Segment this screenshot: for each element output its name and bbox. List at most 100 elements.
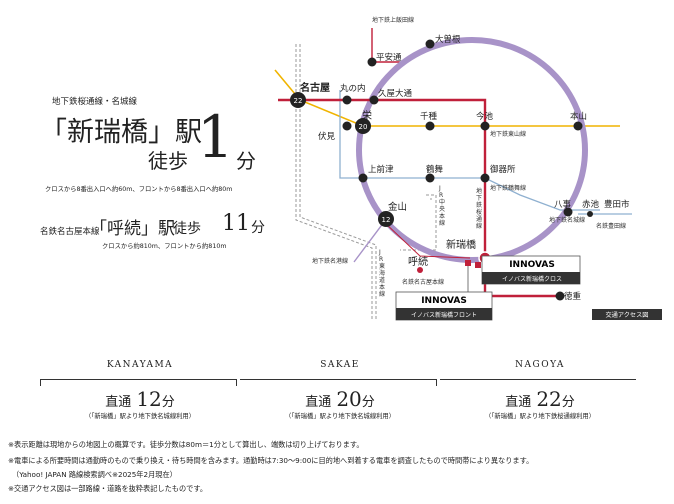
svg-text:央: 央: [439, 205, 445, 213]
label-tsurumai-line: 地下鉄鶴舞線: [490, 184, 526, 192]
walk-label: 徒歩: [148, 149, 188, 173]
station-dot-hisaya: [369, 95, 379, 105]
label-motoyama: 本山: [570, 111, 587, 122]
svg-text:道: 道: [379, 276, 385, 284]
station-dot-tsurumai: [425, 173, 435, 183]
label-nagoya: 名古屋: [300, 81, 330, 94]
svg-text:J: J: [378, 249, 381, 256]
station-dot-tokushige: [555, 291, 565, 301]
label-tsurumai: 鶴舞: [426, 164, 444, 175]
second-station-name: 「呼続」駅: [90, 219, 175, 239]
label-imaike: 今池: [476, 111, 494, 122]
svg-text:線: 線: [476, 222, 482, 230]
footnote-4: ※交通アクセス図は一部路線・道路を抜粋表記したものです。: [8, 484, 208, 493]
cross-name: INNOVAS: [509, 260, 555, 270]
walk-unit-2: 分: [251, 220, 265, 236]
label-kamiiida-line: 地下鉄上飯田線: [372, 16, 414, 24]
property-marker-front: [465, 260, 471, 266]
badge-nagoya-text: 22: [294, 97, 303, 105]
station-dot-gokiso: [480, 173, 490, 183]
label-meitetsu-toyota: 名鉄豊田線: [596, 222, 626, 230]
callout-front: INNOVAS イノバス新瑞橋フロント: [395, 266, 493, 321]
line-label-2: 名鉄名古屋本線: [40, 227, 100, 237]
svg-text:東: 東: [379, 262, 385, 270]
divider: [440, 379, 636, 380]
label-meiko-line: 地下鉄名港線: [312, 257, 348, 265]
property-marker-cross: [475, 262, 481, 268]
badge-sakae-text: 20: [359, 123, 368, 131]
divider-tick: [236, 379, 237, 386]
label-higashiyama-line: 地下鉄東山線: [490, 130, 526, 138]
station-dot-marunouchi: [342, 95, 352, 105]
label-gokiso: 御器所: [490, 164, 516, 175]
meiko-line: [353, 221, 385, 263]
main-station-name: 「新瑞橋」駅: [40, 117, 202, 148]
label-meitetsu-main: 名鉄名古屋本線: [402, 278, 444, 286]
footnote-3: （Yahoo! JAPAN 路線検索調べ※2025年2月現在）: [12, 470, 177, 479]
svg-text:本: 本: [379, 283, 385, 291]
label-toyotashi: 豊田市: [604, 199, 630, 210]
walk-minutes: 1: [197, 103, 234, 171]
station-dot-ozone: [425, 39, 435, 49]
label-chikusa: 千種: [420, 111, 438, 122]
label-meijo-line: 地下鉄名城線: [549, 216, 585, 224]
footnote-2: ※電車による所要時間は通勤時のもので乗り換え・待ち時間を含みます。通勤時は7:3…: [8, 456, 534, 465]
label-ozone: 大曽根: [435, 34, 461, 45]
station-dot-motoyama: [573, 121, 583, 131]
badge-kanayama-text: 12: [382, 216, 391, 224]
meijo-loop: [356, 37, 588, 263]
station-dot-yagoto: [563, 207, 573, 217]
svg-text:海: 海: [379, 269, 385, 277]
station-dot-akaike: [587, 211, 593, 217]
legend-box: [592, 309, 662, 320]
svg-text:下: 下: [476, 195, 482, 202]
travel-time-nagoya: 直通 22分: [505, 387, 575, 411]
label-heian: 平安通: [376, 52, 402, 63]
meitetsu-main-line: [383, 221, 471, 259]
station-dot-yobitsugi: [417, 267, 423, 273]
svg-text:線: 線: [439, 219, 445, 227]
svg-text:J: J: [438, 185, 441, 192]
label-marunouchi: 丸の内: [340, 83, 366, 94]
front-name: INNOVAS: [421, 296, 467, 306]
station-dot-chikusa: [425, 121, 435, 131]
station-badge-nagoya: [290, 92, 306, 108]
station-dot-fushimi: [342, 121, 352, 131]
destination-name: SAKAE: [320, 360, 360, 370]
svg-text:通: 通: [476, 215, 482, 223]
station-dot-imaike: [480, 121, 490, 131]
travel-time-sakae: 直通 20分: [305, 387, 375, 411]
walk-minutes-2: 11: [222, 211, 250, 236]
station-dot-kamimaezu: [358, 173, 368, 183]
label-fushimi: 伏見: [318, 131, 336, 142]
label-aratamabashi: 新瑞橋: [446, 238, 476, 251]
svg-text:鉄: 鉄: [476, 201, 482, 209]
divider: [40, 379, 236, 380]
line-label: 地下鉄桜通線・名城線: [52, 97, 138, 107]
route-note: （「新瑞橋」駅より地下鉄名城線利用）: [84, 413, 196, 420]
footnote-1: ※表示距離は現地からの地図上の概算です。徒歩分数は80m＝1分として算出し、端数…: [8, 440, 364, 449]
label-kanayama: 金山: [388, 201, 407, 213]
label-tokushige: 徳重: [564, 291, 582, 302]
svg-text:桜: 桜: [476, 208, 482, 216]
station-dot-heian: [367, 57, 377, 67]
tsurumai-line: [339, 90, 600, 211]
destination-sakae: SAKAE: [242, 360, 438, 370]
exit-distance-note-2: クロスから約810m、フロントから約810m: [102, 243, 227, 250]
walk-unit: 分: [236, 149, 256, 173]
front-sub: イノバス新瑞橋フロント: [411, 311, 477, 319]
label-akaike: 赤池: [582, 199, 600, 210]
exit-distance-note: クロスから8番出入口へ約60m、フロントから8番出入口へ約80m: [45, 186, 233, 193]
divider-tick: [40, 379, 41, 386]
label-sakae: 栄: [362, 110, 372, 122]
label-yagoto: 八事: [554, 199, 572, 210]
destination-kanayama: KANAYAMA: [42, 360, 238, 370]
route-note: （「新瑞橋」駅より地下鉄名城線利用）: [284, 413, 396, 420]
label-yobitsugi: 呼続: [408, 255, 428, 268]
svg-text:中: 中: [439, 198, 445, 206]
station-badge-kanayama: [378, 211, 394, 227]
divider: [240, 379, 436, 380]
legend-text: 交通アクセス図: [605, 311, 648, 319]
svg-text:R: R: [379, 256, 383, 263]
